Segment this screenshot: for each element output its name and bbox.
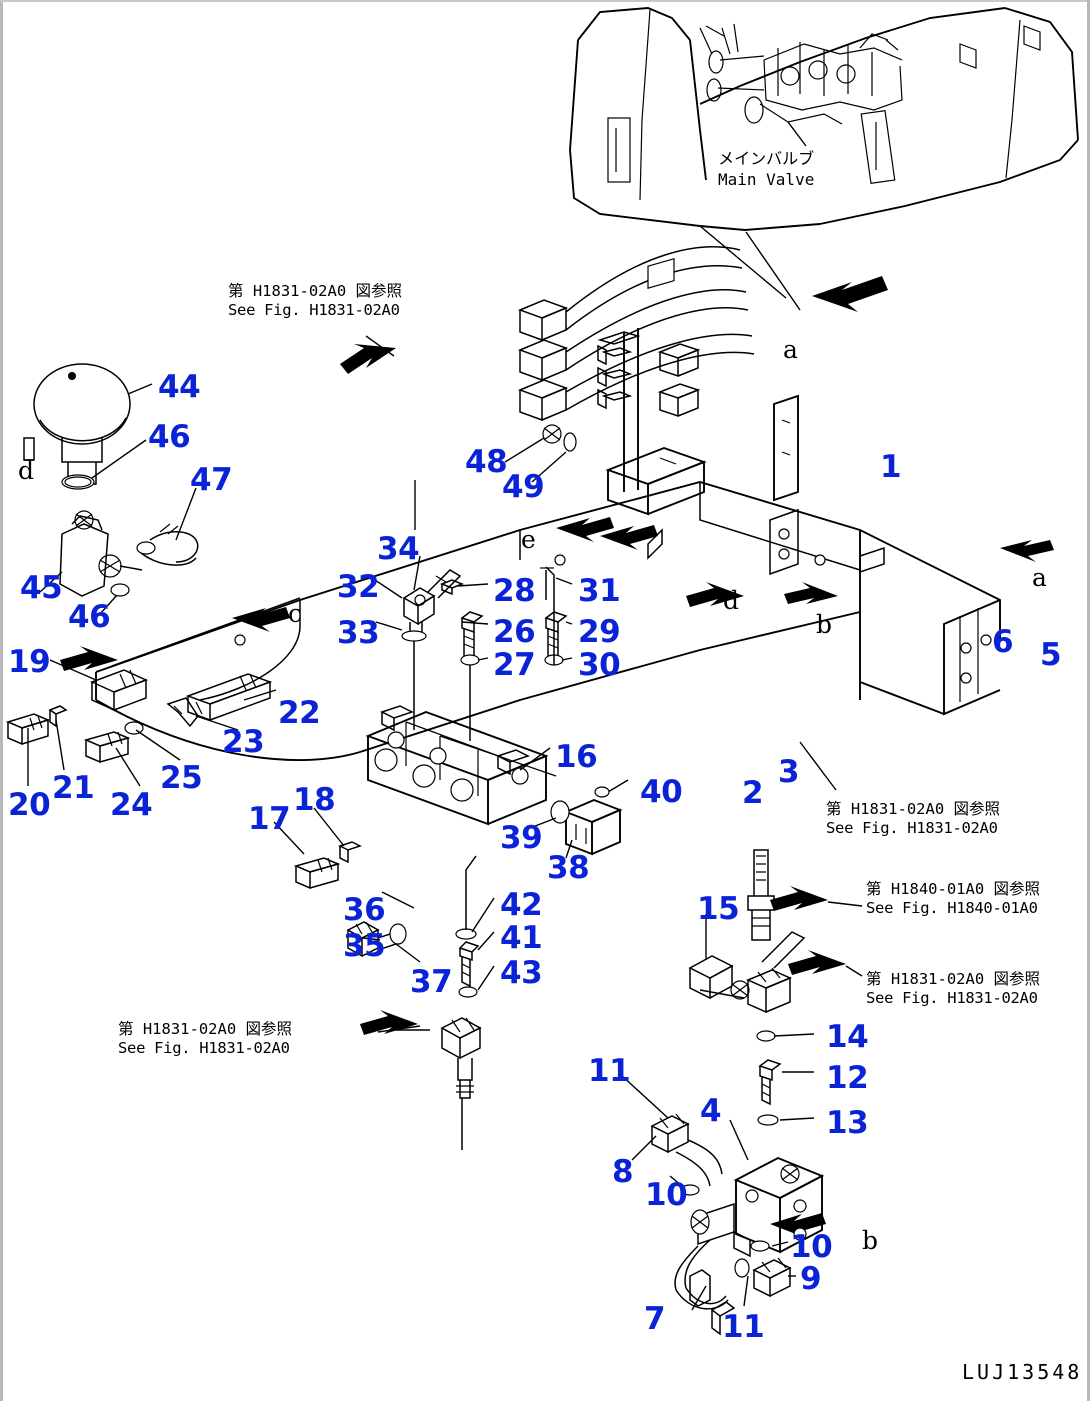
note-top-left-en: See Fig. H1831-02A0 <box>228 301 400 319</box>
callout-number-21: 21 <box>52 770 95 806</box>
callout-number-24: 24 <box>110 787 153 823</box>
note-bottom-left: 第 H1831-02A0 図参照 See Fig. H1831-02A0 <box>118 1020 292 1058</box>
callout-number-14: 14 <box>826 1019 869 1055</box>
art-right-lower-group <box>688 849 815 1126</box>
callout-number-42: 42 <box>500 887 543 923</box>
callout-number-6: 6 <box>992 624 1014 660</box>
note-top-left: 第 H1831-02A0 図参照 See Fig. H1831-02A0 <box>228 282 402 320</box>
callout-number-25: 25 <box>160 760 203 796</box>
callout-number-30: 30 <box>578 647 621 683</box>
callout-number-44: 44 <box>158 369 201 405</box>
art-left-hardware <box>5 659 362 890</box>
main-valve-label-en: Main Valve <box>718 170 815 189</box>
callout-number-18: 18 <box>293 782 336 818</box>
art-top-frame <box>569 7 1079 312</box>
callout-number-19: 19 <box>8 644 51 680</box>
art-valve-block <box>365 424 577 826</box>
callout-number-22: 22 <box>278 695 321 731</box>
callout-number-20: 20 <box>8 787 51 823</box>
section-letter-c: c <box>288 599 303 628</box>
note-top-left-jp: 第 H1831-02A0 図参照 <box>228 282 402 300</box>
section-letter-b: b <box>816 610 833 639</box>
art-right-block-parts <box>529 779 629 859</box>
page-edge-top <box>0 0 1090 2</box>
callout-number-10: 10 <box>790 1229 833 1265</box>
section-letter-d: d <box>723 586 740 615</box>
callout-number-23: 23 <box>222 724 265 760</box>
note-right-upper-en: See Fig. H1840-01A0 <box>866 899 1038 917</box>
callout-number-46: 46 <box>68 599 111 635</box>
note-bottom-left-jp: 第 H1831-02A0 図参照 <box>118 1020 292 1038</box>
art-bottom-block <box>619 1073 825 1336</box>
note-right-mid-en: See Fig. H1831-02A0 <box>826 819 998 837</box>
callout-number-47: 47 <box>190 462 233 498</box>
section-letter-e: e <box>521 525 536 554</box>
callout-number-11: 11 <box>722 1309 765 1345</box>
art-lever-stand <box>517 246 799 516</box>
callout-number-28: 28 <box>493 573 536 609</box>
callout-number-49: 49 <box>502 469 545 505</box>
note-right-upper-jp: 第 H1840-01A0 図参照 <box>866 880 1040 898</box>
callout-number-9: 9 <box>800 1261 822 1297</box>
section-letter-a: a <box>1032 563 1047 592</box>
note-bottom-left-en: See Fig. H1831-02A0 <box>118 1039 290 1057</box>
art-bottom-left-part <box>390 1017 482 1150</box>
callout-number-15: 15 <box>697 891 740 927</box>
note-right-mid: 第 H1831-02A0 図参照 See Fig. H1831-02A0 <box>826 800 1000 838</box>
page-edge-right <box>1087 0 1090 1401</box>
page-edge-left <box>0 0 3 1401</box>
callout-number-43: 43 <box>500 955 543 991</box>
main-valve-label-jp: メインバルブ <box>718 149 815 168</box>
callout-number-8: 8 <box>612 1154 634 1190</box>
callout-number-39: 39 <box>500 820 543 856</box>
callout-number-16: 16 <box>555 739 598 775</box>
callout-number-7: 7 <box>644 1301 666 1337</box>
callout-number-4: 4 <box>700 1093 722 1129</box>
callout-number-45: 45 <box>20 570 63 606</box>
callout-number-12: 12 <box>826 1060 869 1096</box>
section-letter-d: d <box>18 456 35 485</box>
callout-number-35: 35 <box>343 928 386 964</box>
callout-number-2: 2 <box>742 775 764 811</box>
note-right-mid-jp: 第 H1831-02A0 図参照 <box>826 800 1000 818</box>
callout-number-3: 3 <box>778 754 800 790</box>
callout-number-5: 5 <box>1040 637 1062 673</box>
callout-number-36: 36 <box>343 892 386 928</box>
callout-number-11: 11 <box>588 1053 631 1089</box>
callout-number-33: 33 <box>337 615 380 651</box>
callout-number-48: 48 <box>465 444 508 480</box>
callout-number-29: 29 <box>578 614 621 650</box>
callout-number-27: 27 <box>493 647 536 683</box>
callout-number-40: 40 <box>640 774 683 810</box>
callout-number-1: 1 <box>880 449 902 485</box>
note-right-upper: 第 H1840-01A0 図参照 See Fig. H1840-01A0 <box>866 880 1040 918</box>
note-right-lower-en: See Fig. H1831-02A0 <box>866 989 1038 1007</box>
callout-number-41: 41 <box>500 920 543 956</box>
callout-number-10: 10 <box>645 1177 688 1213</box>
art-note-leaders <box>365 335 863 1033</box>
callout-number-13: 13 <box>826 1105 869 1141</box>
callout-number-34: 34 <box>377 531 420 567</box>
section-letter-b: b <box>862 1226 879 1255</box>
art-knob-assembly <box>23 363 199 615</box>
drawing-number: LUJ13548 <box>962 1360 1083 1384</box>
callout-number-32: 32 <box>337 569 380 605</box>
art-main-frame <box>95 481 1001 762</box>
art-lower-center-parts <box>345 855 495 998</box>
callout-number-37: 37 <box>410 964 453 1000</box>
callout-number-26: 26 <box>493 614 536 650</box>
callout-number-17: 17 <box>248 801 291 837</box>
art-section-arrows <box>60 344 1054 1238</box>
section-letter-a: a <box>783 335 798 364</box>
callout-number-31: 31 <box>578 573 621 609</box>
note-right-lower-jp: 第 H1831-02A0 図参照 <box>866 970 1040 988</box>
callout-number-46: 46 <box>148 419 191 455</box>
note-right-lower: 第 H1831-02A0 図参照 See Fig. H1831-02A0 <box>866 970 1040 1008</box>
callout-number-38: 38 <box>547 850 590 886</box>
main-valve-label: メインバルブ Main Valve <box>718 148 814 190</box>
